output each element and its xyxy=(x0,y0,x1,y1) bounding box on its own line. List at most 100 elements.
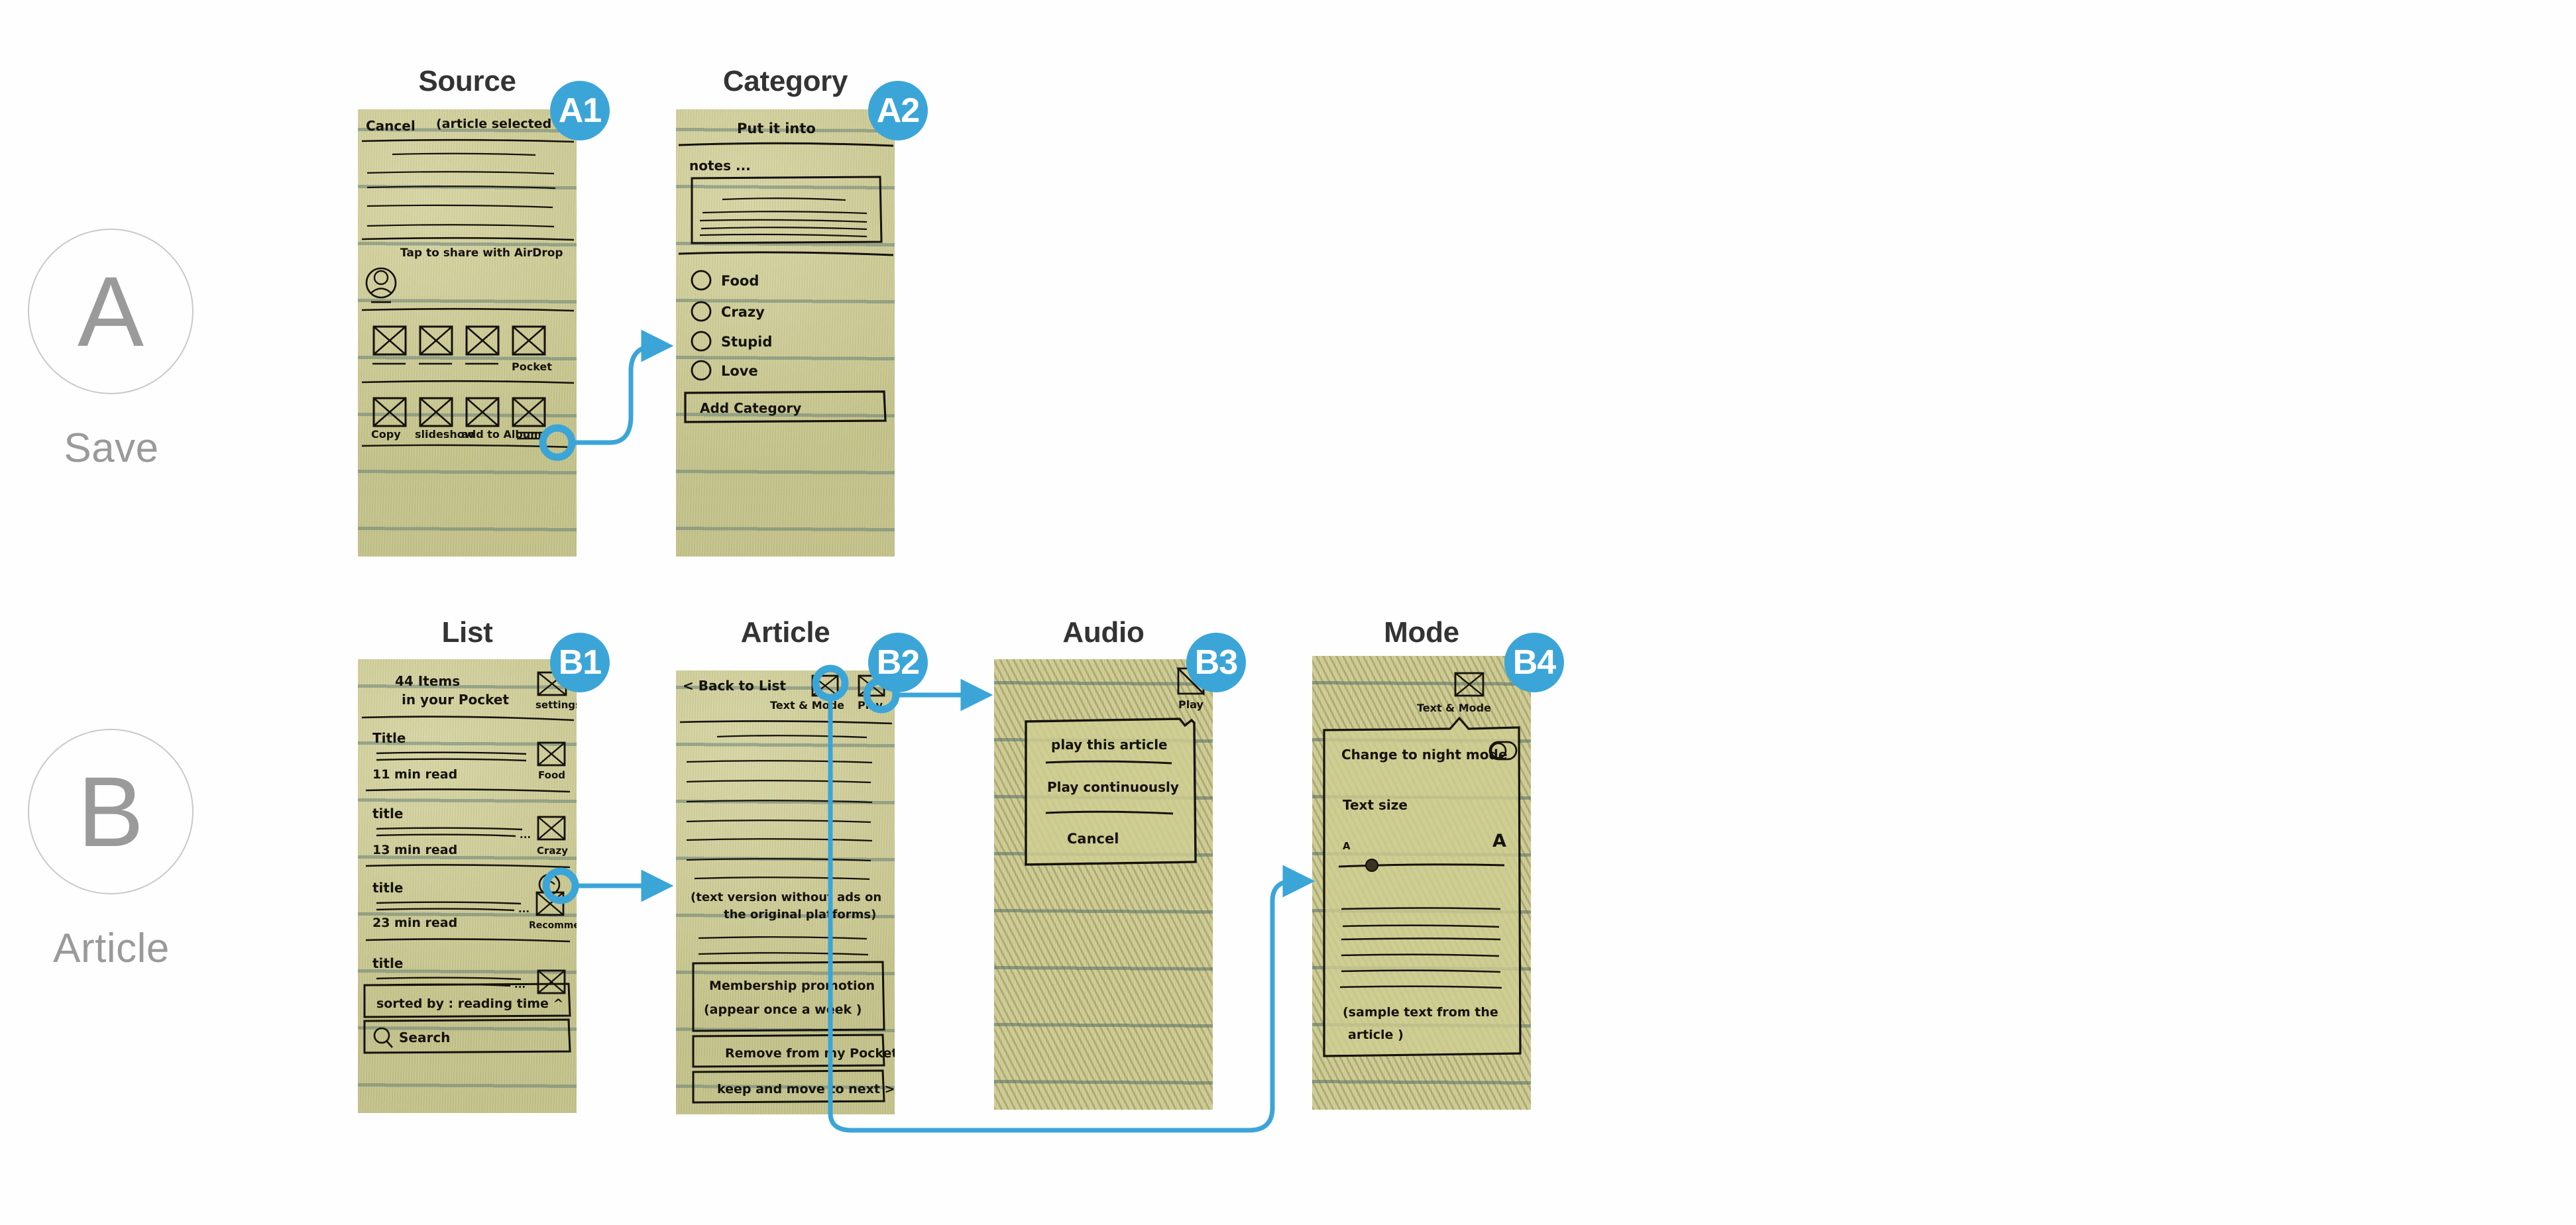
b3-option-play-continuously[interactable]: Play continuously xyxy=(1047,779,1179,795)
b1-list-item[interactable]: title ... 23 min read Recommended xyxy=(372,873,577,931)
a1-copy-label[interactable]: Copy xyxy=(371,428,401,441)
b4-size-small-label: A xyxy=(1343,840,1351,852)
step-badge-b4: B4 xyxy=(1504,633,1564,692)
b1-item-title[interactable]: Title xyxy=(372,730,406,746)
screen-a2-category[interactable]: Put it into notes ... Food Crazy xyxy=(676,109,895,557)
action-slideshow-icon[interactable] xyxy=(419,397,453,427)
b1-item-title[interactable]: title xyxy=(372,880,403,896)
b4-night-mode-label: Change to night mode xyxy=(1341,747,1507,763)
b1-count-line1: 44 Items xyxy=(395,673,460,689)
b1-search-field[interactable]: Search xyxy=(363,1018,571,1054)
share-target-placeholder-icon[interactable] xyxy=(419,325,453,365)
svg-text:...: ... xyxy=(518,903,530,915)
b3-option-play-article[interactable]: play this article xyxy=(1051,737,1168,753)
group-label-a: Save xyxy=(64,425,159,471)
a1-add-to-album-label[interactable]: add to Album xyxy=(461,428,541,441)
b2-back-link[interactable]: < Back to List xyxy=(683,678,786,694)
b1-settings-label[interactable]: settings xyxy=(535,699,577,711)
b1-item-tag-label[interactable]: Food xyxy=(538,769,565,781)
screen-b3-audio[interactable]: Play play this article Play continuously… xyxy=(994,659,1213,1110)
screen-a1-source[interactable]: Cancel (article selected Tap to share wi… xyxy=(358,109,577,557)
b2-promo-line1: Membership promotion xyxy=(709,979,875,993)
b1-item-tag-label[interactable]: Crazy xyxy=(537,845,568,857)
b1-item-tag-icon[interactable]: Recommended xyxy=(529,891,577,931)
step-badge-b3: B3 xyxy=(1186,633,1246,692)
screen-b1-list[interactable]: 44 Items in your Pocket settings Title 1… xyxy=(358,659,577,1113)
b2-promo-line2: (appear once a week ) xyxy=(704,1002,862,1017)
action-copy-icon[interactable] xyxy=(372,397,407,427)
a2-header-label: Put it into xyxy=(737,121,816,136)
a2-notes-field[interactable] xyxy=(691,176,883,244)
a2-notes-label: notes ... xyxy=(689,158,751,174)
b4-text-size-label: Text size xyxy=(1343,797,1408,813)
a1-airdrop-label: Tap to share with AirDrop xyxy=(400,246,563,260)
b1-search-placeholder[interactable]: Search xyxy=(399,1030,450,1045)
b4-size-large-label: A xyxy=(1492,831,1506,851)
a2-category-option[interactable]: Love xyxy=(691,360,758,381)
a1-share-row-1[interactable]: Pocket xyxy=(372,325,552,373)
a1-cancel-label[interactable]: Cancel xyxy=(366,118,416,134)
screen-b4-mode[interactable]: Text & Mode Change to night mode Text si… xyxy=(1312,656,1531,1110)
group-badge-b: B Article xyxy=(28,729,195,972)
b4-settings-popover[interactable]: Change to night mode Text size A A xyxy=(1323,716,1522,1057)
b2-body-note-line2: the original platforms) xyxy=(724,908,876,922)
b1-list-item[interactable]: title ... xyxy=(372,955,566,994)
b1-list-item[interactable]: Title 11 min read Food xyxy=(372,730,566,782)
a2-category-option[interactable]: Crazy xyxy=(691,301,765,322)
b1-sort-label[interactable]: sorted by : reading time ^ xyxy=(376,996,563,1011)
b1-count-line2: in your Pocket xyxy=(402,692,509,708)
a2-category-option[interactable]: Food xyxy=(691,270,759,291)
b1-sketch: 44 Items in your Pocket settings Title 1… xyxy=(361,671,577,1054)
step-badge-a2: A2 xyxy=(868,81,928,140)
b1-item-meta: 13 min read xyxy=(372,843,457,857)
b1-item-tag-label[interactable]: Recommended xyxy=(529,920,577,931)
b1-item-tag-icon[interactable] xyxy=(537,969,566,994)
a2-add-category-button[interactable]: Add Category xyxy=(684,390,887,423)
b2-play-label[interactable]: Play xyxy=(858,699,883,712)
b1-item-tag-icon[interactable]: Food xyxy=(537,741,566,781)
a2-add-category-label[interactable]: Add Category xyxy=(700,400,801,416)
b2-text-mode-label[interactable]: Text & Mode xyxy=(770,699,844,712)
b2-sketch: < Back to List Text & Mode Play (te xyxy=(679,674,895,1104)
b1-sort-bar[interactable]: sorted by : reading time ^ xyxy=(363,983,571,1018)
a1-share-row-2[interactable]: Copy slideshow add to Album xyxy=(371,397,546,441)
b4-sample-line1: (sample text from the xyxy=(1343,1005,1498,1020)
step-badge-a1: A1 xyxy=(550,81,610,140)
group-letter-b: B xyxy=(28,729,194,894)
link-path-a1-a2 xyxy=(571,329,674,445)
a2-category-label-crazy[interactable]: Crazy xyxy=(721,304,765,320)
b2-remove-button[interactable]: Remove from my Pocket xyxy=(692,1034,895,1068)
group-label-b: Article xyxy=(53,926,170,971)
b4-text-mode-label[interactable]: Text & Mode xyxy=(1417,702,1491,714)
b1-item-title[interactable]: title xyxy=(372,806,403,822)
a2-category-label-love[interactable]: Love xyxy=(721,363,758,379)
group-letter-a: A xyxy=(28,229,194,394)
screen-title-audio: Audio xyxy=(1062,616,1145,649)
a1-pocket-label[interactable]: Pocket xyxy=(512,360,552,373)
a2-sketch: Put it into notes ... Food Crazy xyxy=(678,121,894,423)
share-target-placeholder-icon[interactable] xyxy=(465,325,500,365)
share-target-pocket-icon[interactable] xyxy=(512,325,546,356)
b1-item-tag-icon[interactable]: Crazy xyxy=(537,816,568,857)
b3-option-cancel[interactable]: Cancel xyxy=(1067,831,1119,847)
airdrop-contact-icon[interactable] xyxy=(365,267,397,303)
search-icon xyxy=(373,1027,393,1048)
b4-text-mode-button[interactable]: Text & Mode xyxy=(1417,672,1491,714)
b1-item-avatar-icon xyxy=(538,873,561,896)
b1-item-title[interactable]: title xyxy=(372,955,403,971)
action-add-to-album-icon[interactable] xyxy=(465,397,500,427)
b3-play-label[interactable]: Play xyxy=(1178,698,1204,711)
b3-sketch: Play play this article Play continuously… xyxy=(1025,667,1205,866)
b2-membership-promo[interactable]: Membership promotion (appear once a week… xyxy=(692,961,885,1032)
screen-b2-article[interactable]: < Back to List Text & Mode Play (te xyxy=(676,670,895,1114)
a2-category-label-stupid[interactable]: Stupid xyxy=(721,334,772,350)
b3-action-sheet[interactable]: play this article Play continuously Canc… xyxy=(1025,718,1197,866)
b1-list-item[interactable]: title ... 13 min read Crazy xyxy=(372,806,568,857)
share-target-placeholder-icon[interactable] xyxy=(372,325,407,365)
b2-next-button[interactable]: keep and move to next > xyxy=(692,1069,895,1104)
a2-category-option[interactable]: Stupid xyxy=(691,331,772,352)
a2-category-label-food[interactable]: Food xyxy=(721,273,759,289)
b2-next-label[interactable]: keep and move to next > xyxy=(717,1082,895,1096)
b2-remove-label[interactable]: Remove from my Pocket xyxy=(725,1046,895,1061)
